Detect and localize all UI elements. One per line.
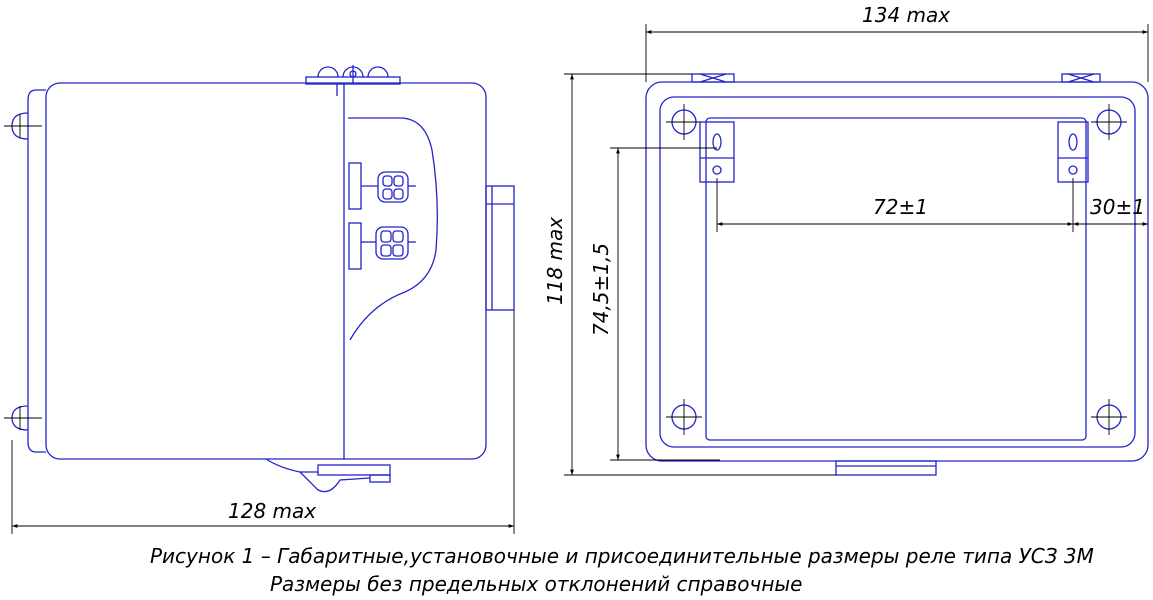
dim-height-total: 118 max xyxy=(543,73,836,476)
side-flange xyxy=(27,89,46,453)
rear-inner-frame xyxy=(659,96,1136,448)
rear-bottom-connector xyxy=(835,460,937,476)
bottom-fitting xyxy=(265,458,391,493)
dim-label-128: 128 max xyxy=(228,499,316,523)
dim-label-118: 118 max xyxy=(543,217,567,305)
dim-label-134: 134 max xyxy=(862,3,950,27)
side-connector xyxy=(485,185,515,311)
terminal-block-upper xyxy=(348,162,416,210)
rear-window xyxy=(705,117,1087,441)
caption-note: Размеры без предельных отклонений справо… xyxy=(270,572,803,596)
mount-bracket-left xyxy=(699,121,735,183)
mount-bracket-right xyxy=(1057,121,1089,183)
dim-hole-spacing: 72±1 xyxy=(716,178,1074,232)
dim-hole-edge: 30±1 xyxy=(1073,195,1148,226)
side-housing xyxy=(45,82,487,460)
rear-top-studs xyxy=(691,73,1101,83)
dim-width-left: 128 max xyxy=(11,310,515,534)
corner-holes xyxy=(666,104,1127,435)
rear-view: 134 max 118 max 74,5±1,5 72±1 30±1 xyxy=(543,3,1149,476)
dim-height-holes: 74,5±1,5 xyxy=(589,147,720,461)
dim-width-right: 134 max xyxy=(645,3,1149,82)
terminal-block-lower xyxy=(348,222,416,270)
dim-label-30: 30±1 xyxy=(1090,195,1145,219)
cut-out-contour xyxy=(348,117,438,341)
top-studs xyxy=(305,65,401,85)
side-view: 128 max xyxy=(4,65,515,534)
dim-label-74: 74,5±1,5 xyxy=(589,243,613,336)
side-mount-lugs xyxy=(4,112,42,431)
caption-title: Рисунок 1 – Габаритные,установочные и пр… xyxy=(150,544,1094,568)
dim-label-72: 72±1 xyxy=(873,195,928,219)
